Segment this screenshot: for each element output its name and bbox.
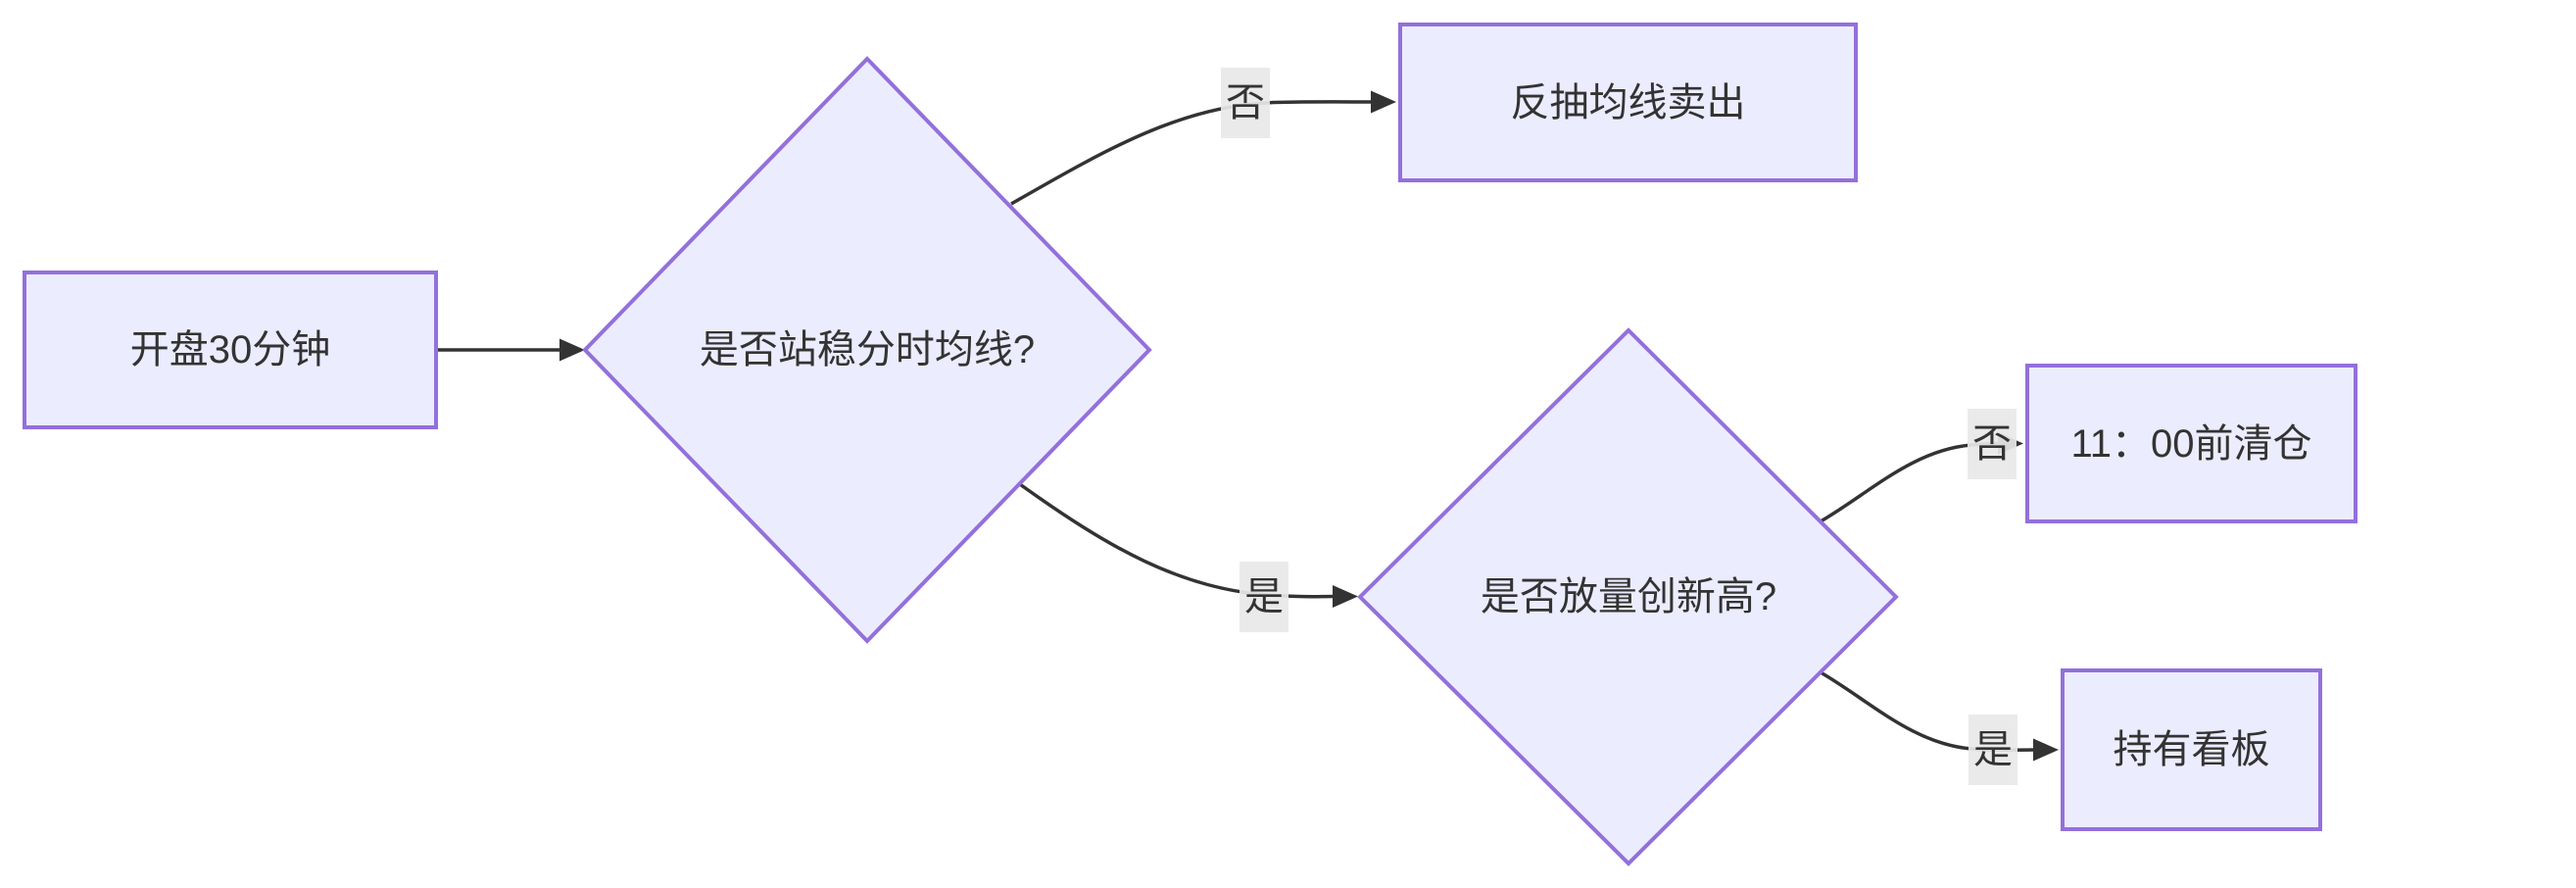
arrowhead-icon — [559, 338, 585, 362]
node-sell-on-pullback: 反抽均线卖出 — [1398, 23, 1858, 182]
edge-decision1-no — [1010, 90, 1396, 206]
edge-decision1-yes — [1015, 480, 1358, 608]
edge-label-no-2: 否 — [1968, 409, 2017, 479]
node-hold-and-watch-label: 持有看板 — [2113, 728, 2270, 771]
node-clear-before-11-label: 11：00前清仓 — [2070, 421, 2312, 466]
edge-label-no-1: 否 — [1221, 68, 1270, 138]
edge-label-yes-2: 是 — [1968, 715, 2017, 785]
decision-node-hold-ma — [582, 56, 1152, 644]
node-hold-and-watch: 持有看板 — [2061, 668, 2322, 831]
node-start-label: 开盘30分钟 — [129, 328, 331, 371]
edge-start-to-decision1 — [438, 338, 585, 362]
edge-decision2-yes — [1820, 670, 2059, 762]
arrowhead-icon — [1333, 585, 1358, 608]
decision-node-volume-high — [1357, 327, 1899, 866]
arrowhead-icon — [2033, 738, 2059, 762]
node-start: 开盘30分钟 — [23, 271, 438, 429]
node-clear-before-11: 11：00前清仓 — [2025, 364, 2357, 523]
node-sell-on-pullback-label: 反抽均线卖出 — [1510, 80, 1746, 124]
arrowhead-icon — [1371, 90, 1396, 114]
edge-label-yes-1: 是 — [1239, 562, 1288, 632]
